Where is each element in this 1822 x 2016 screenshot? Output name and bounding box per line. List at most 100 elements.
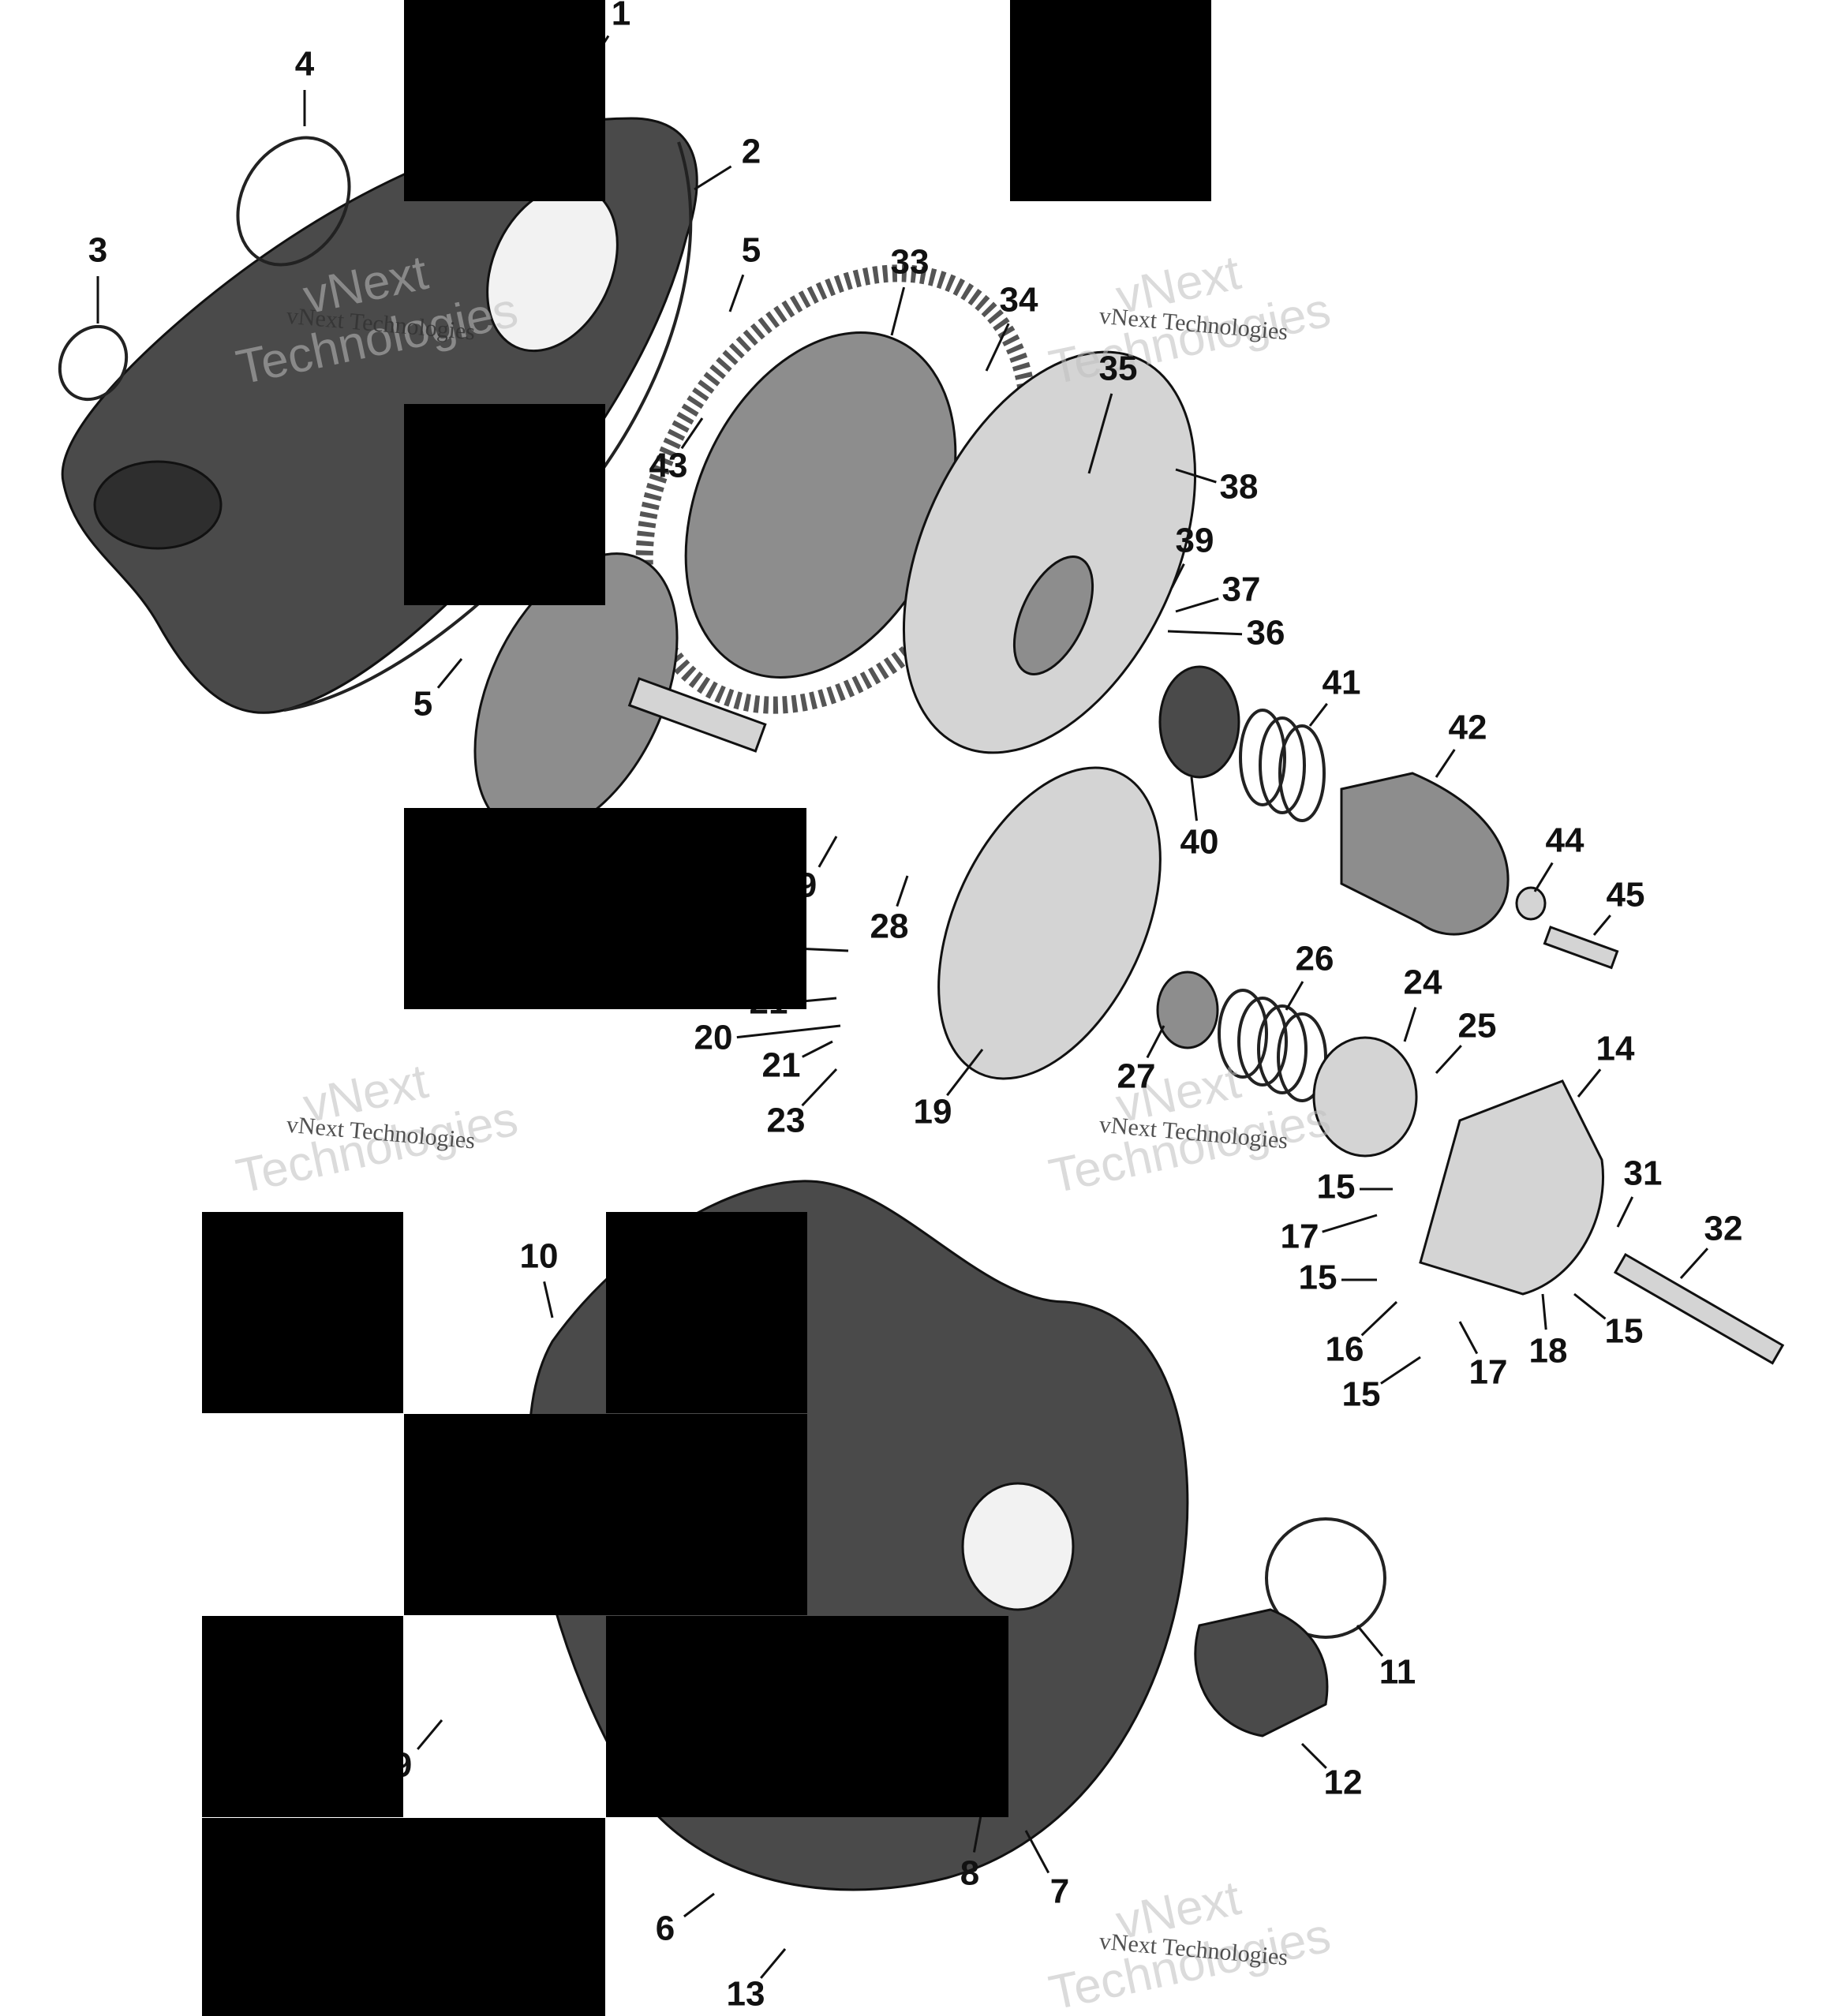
callout-number: 20 — [694, 1019, 733, 1057]
redaction-block — [404, 808, 806, 1009]
leader-line — [1403, 1007, 1417, 1042]
callout: 19 — [914, 1049, 984, 1131]
leader-line — [802, 1040, 833, 1058]
callout-number: 12 — [1324, 1764, 1363, 1802]
cam-42 — [1340, 772, 1510, 936]
leader-line — [1308, 702, 1328, 727]
callout: 36 — [1167, 614, 1285, 653]
callout: 41 — [1308, 664, 1361, 727]
parts-illustration — [58, 117, 1785, 1891]
callout-number: 24 — [1404, 963, 1442, 1002]
leader-line — [1616, 1196, 1634, 1228]
callout: 16 — [1326, 1300, 1398, 1369]
callout: 21 — [762, 1040, 833, 1085]
leader-line — [1190, 776, 1198, 821]
callout: 37 — [1175, 570, 1260, 613]
callout-number: 36 — [1247, 614, 1285, 653]
redaction-block — [404, 0, 605, 201]
leader-line — [1087, 393, 1113, 474]
callout: 24 — [1404, 963, 1442, 1042]
callout: 23 — [767, 1068, 838, 1140]
ring-40 — [1158, 665, 1240, 779]
spring-41 — [1239, 709, 1326, 822]
callout-number: 2 — [742, 133, 761, 171]
redaction-block — [606, 1616, 1008, 1817]
callout: 43 — [649, 417, 704, 485]
leader-line — [896, 875, 909, 907]
movable-sheave — [937, 766, 1162, 1080]
callout: 2 — [694, 133, 761, 191]
redaction-block — [202, 1212, 403, 1413]
leader-line — [1146, 1025, 1165, 1059]
callout: 40 — [1180, 776, 1218, 862]
callout-number: 5 — [413, 685, 432, 724]
callout-number: 35 — [1099, 350, 1138, 388]
callout: 32 — [1679, 1210, 1742, 1280]
redaction-block — [404, 404, 605, 605]
callout-number: 15 — [1605, 1312, 1644, 1351]
callout-number: 31 — [1624, 1154, 1663, 1193]
o-ring-small — [58, 324, 129, 402]
callout-number: 26 — [1296, 940, 1334, 978]
callout-number: 18 — [1529, 1332, 1568, 1371]
callout: 28 — [870, 875, 909, 946]
callout: 17 — [1458, 1321, 1507, 1392]
callout-number: 8 — [960, 1854, 979, 1893]
leader-line — [1380, 1356, 1421, 1385]
leader-line — [760, 1948, 787, 1979]
callout: 27 — [1117, 1025, 1165, 1096]
leader-line — [1360, 1300, 1398, 1337]
callout: 14 — [1577, 1030, 1635, 1098]
leader-line — [417, 1719, 443, 1750]
cap-12 — [1194, 1608, 1329, 1737]
callout: 25 — [1435, 1007, 1497, 1075]
leader-line — [985, 323, 1010, 372]
leader-line — [817, 836, 838, 868]
callout: 1 — [602, 0, 630, 44]
callout-number: 41 — [1323, 664, 1361, 702]
shaft — [627, 677, 767, 753]
leader-line — [1170, 563, 1185, 589]
callout: 4 — [295, 45, 315, 126]
leader-line — [1533, 862, 1554, 892]
callout-number: 4 — [295, 45, 315, 84]
callout-number: 1 — [612, 0, 630, 33]
callout-number: 39 — [1176, 522, 1214, 560]
callout: 34 — [985, 281, 1038, 372]
callout-layer: 1234556789910111213141515151516171718192… — [88, 0, 1743, 2014]
callout-number: 28 — [870, 907, 909, 946]
callout: 42 — [1435, 709, 1487, 778]
leader-line — [694, 165, 732, 191]
callout: 33 — [891, 243, 929, 336]
callout: 39 — [1170, 522, 1214, 589]
redaction-block — [606, 1212, 807, 1413]
leader-line — [1322, 1214, 1378, 1233]
inner-cover-port — [961, 1482, 1075, 1611]
callout-number: 44 — [1546, 821, 1584, 860]
callout-number: 15 — [1299, 1259, 1338, 1297]
leader-line — [1175, 468, 1217, 484]
callout-number: 5 — [742, 231, 761, 270]
leader-line — [1024, 1830, 1050, 1874]
leader-line — [683, 1892, 715, 1918]
callout: 18 — [1529, 1293, 1568, 1371]
leader-line — [543, 1281, 554, 1318]
callout: 17 — [1281, 1214, 1378, 1256]
callout: 11 — [1356, 1625, 1416, 1692]
leader-line — [946, 1049, 984, 1097]
leader-line — [436, 658, 463, 689]
callout-number: 7 — [1050, 1872, 1069, 1911]
fan-sheave-hub — [1012, 555, 1094, 675]
callout: 15 — [1299, 1259, 1377, 1297]
callout: 35 — [1087, 350, 1138, 474]
callout: 7 — [1024, 1830, 1069, 1911]
callout-number: 25 — [1458, 1007, 1497, 1045]
redaction-block — [202, 1818, 605, 2016]
callout-number: 43 — [649, 447, 688, 485]
callout: 15 — [1573, 1292, 1644, 1351]
callout: 44 — [1533, 821, 1584, 892]
